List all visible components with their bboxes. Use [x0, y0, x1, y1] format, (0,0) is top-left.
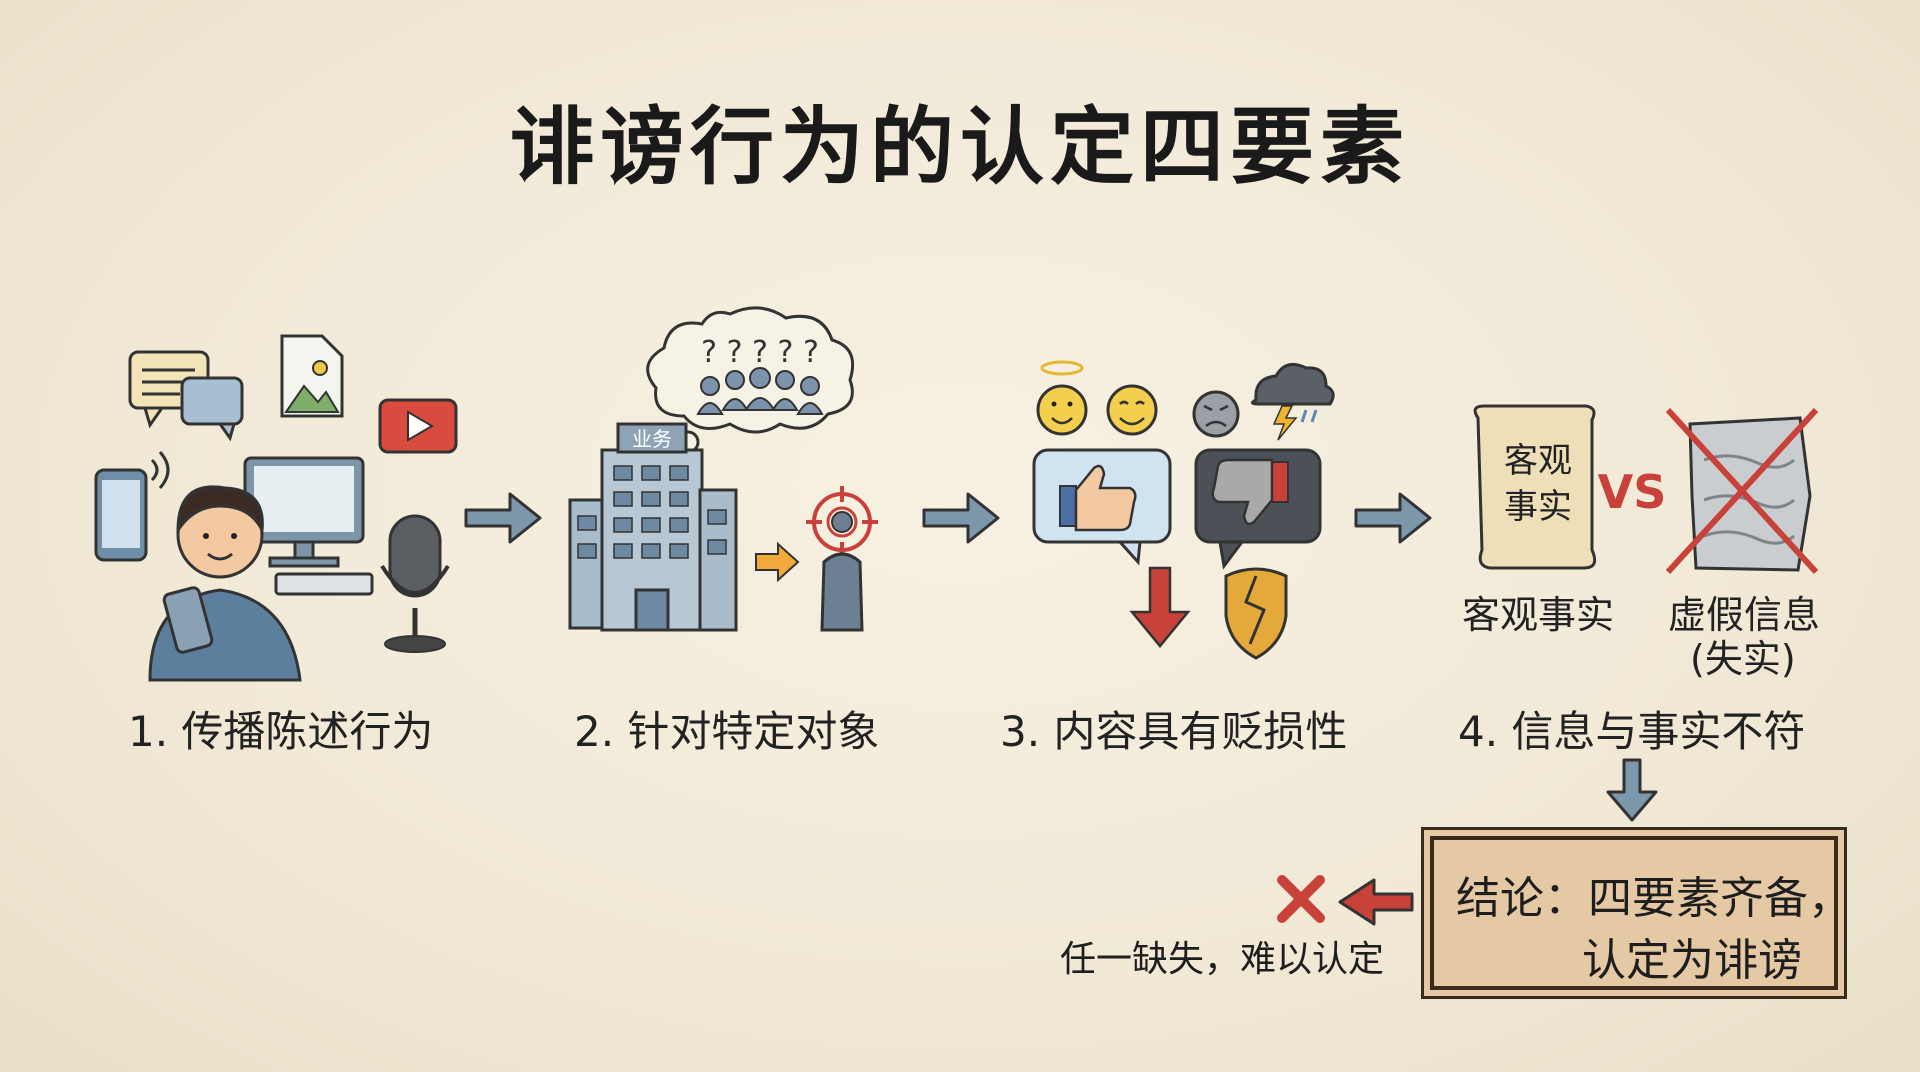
- conclusion-line-2: 认定为诽谤: [1582, 935, 1802, 986]
- broken-shield-icon: [1224, 567, 1288, 660]
- vs-label: VS: [1598, 465, 1667, 519]
- smartphone-icon: [94, 451, 170, 562]
- monitor-icon: [243, 456, 374, 596]
- step-label-3: 3. 内容具有贬损性: [1000, 707, 1348, 756]
- image-file-icon: [280, 334, 344, 418]
- crowd-icon: [696, 367, 824, 415]
- down-arrow-red-icon: [1129, 566, 1191, 648]
- scroll-icon: 客观 事实: [1473, 404, 1597, 570]
- halo-smile-icon: [1036, 360, 1088, 436]
- objective-fact-caption: 客观事实: [1462, 593, 1615, 637]
- microphone-icon: [380, 514, 450, 653]
- building-sign: 业务: [632, 427, 672, 451]
- orange-arrow-icon: [755, 541, 800, 583]
- conclusion-box: 结论：四要素齐备， 认定为诽谤: [1430, 836, 1852, 990]
- missing-note: 任一缺失，难以认定: [1060, 939, 1385, 980]
- step-label-1: 1. 传播陈述行为: [128, 707, 434, 756]
- step1-illustration: [94, 334, 458, 682]
- red-x-icon: [1277, 875, 1325, 923]
- storm-cloud-icon: [1251, 362, 1335, 441]
- step3-illustration: [1032, 360, 1335, 660]
- arrow-down-to-conclusion: [1606, 758, 1658, 822]
- person-icon: [148, 485, 302, 682]
- thumbs-down-bubble-icon: [1194, 448, 1322, 570]
- arrow-2-to-3: [922, 492, 1000, 544]
- crossed-document-icon: [1665, 407, 1819, 575]
- false-info-caption: 虚假信息: [1668, 593, 1821, 637]
- office-building-icon: 业务: [568, 422, 738, 632]
- page-title: 诽谤行为的认定四要素: [509, 98, 1410, 196]
- scroll-text-2: 事实: [1504, 487, 1572, 527]
- smile-icon: [1106, 384, 1158, 436]
- scroll-text-1: 客观: [1504, 441, 1572, 481]
- step-label-2: 2. 针对特定对象: [574, 707, 880, 756]
- chat-bubble-icon: [128, 350, 244, 442]
- arrow-1-to-2: [464, 492, 542, 544]
- video-play-icon: [378, 398, 458, 454]
- angry-face-icon: [1192, 390, 1240, 438]
- conclusion-line-1: 结论：四要素齐备，: [1456, 873, 1852, 924]
- thought-cloud-icon: ? ? ? ? ?: [646, 306, 855, 475]
- target-person-icon: [806, 486, 878, 632]
- arrow-left-red: [1338, 878, 1414, 926]
- step-label-4: 4. 信息与事实不符: [1458, 707, 1806, 756]
- question-marks: ? ? ? ? ?: [701, 335, 819, 370]
- arrow-3-to-4: [1354, 492, 1432, 544]
- thumbs-up-bubble-icon: [1032, 448, 1172, 566]
- step2-illustration: ? ? ? ? ? 业务: [568, 306, 878, 632]
- step4-illustration: 客观 事实 VS: [1473, 404, 1819, 575]
- false-info-note: (失实): [1690, 637, 1796, 681]
